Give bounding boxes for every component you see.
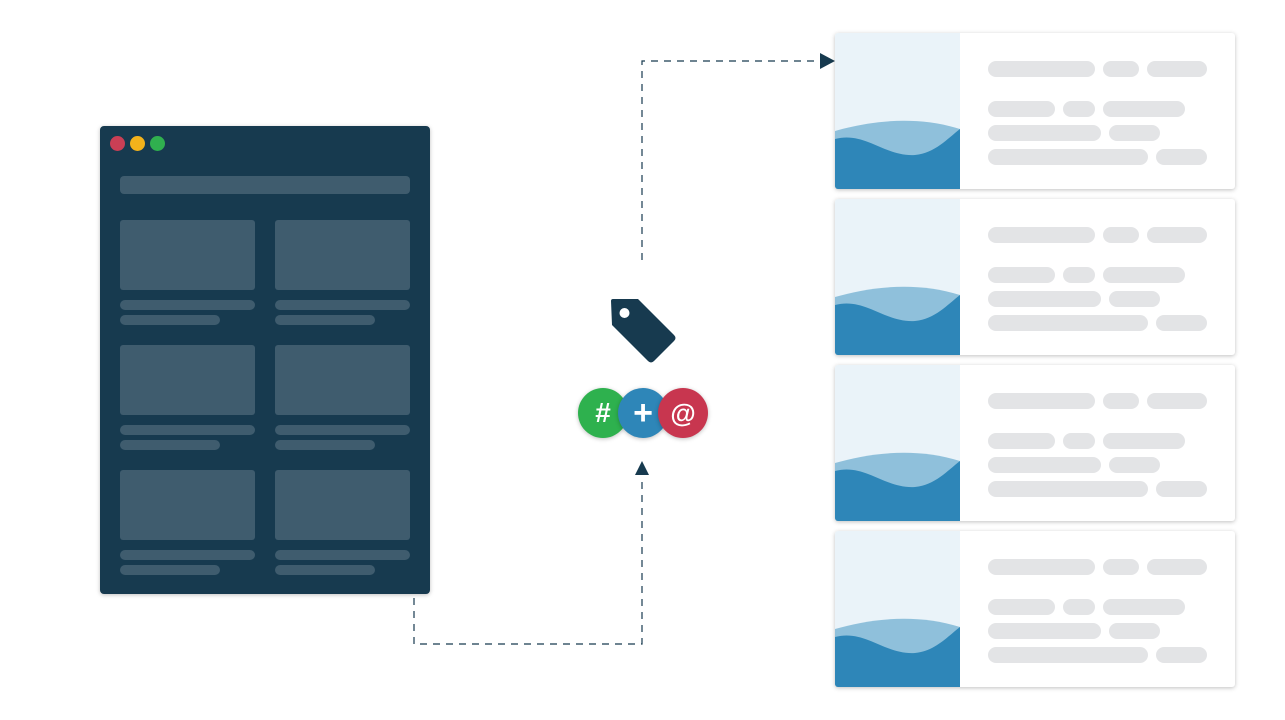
plus-icon: + xyxy=(618,388,668,438)
content-card xyxy=(835,33,1235,189)
content-card xyxy=(835,365,1235,521)
tile-caption xyxy=(120,565,220,575)
grid-tile xyxy=(120,220,255,290)
grid-tile xyxy=(275,220,410,290)
tile-caption xyxy=(275,550,410,560)
minimize-dot-icon xyxy=(130,136,145,151)
browser-window xyxy=(100,126,430,594)
at-icon: @ xyxy=(658,388,708,438)
tile-caption xyxy=(275,440,375,450)
close-dot-icon xyxy=(110,136,125,151)
grid-tile xyxy=(275,345,410,415)
tile-caption xyxy=(120,550,255,560)
maximize-dot-icon xyxy=(150,136,165,151)
content-card xyxy=(835,531,1235,687)
tile-caption xyxy=(120,440,220,450)
grid-tile xyxy=(120,345,255,415)
wave-image-icon xyxy=(835,199,960,355)
tile-caption xyxy=(120,315,220,325)
tile-caption xyxy=(120,425,255,435)
grid-tile xyxy=(275,470,410,540)
connector-browser-to-tags xyxy=(413,478,643,645)
grid-tile xyxy=(120,470,255,540)
tile-caption xyxy=(120,300,255,310)
wave-image-icon xyxy=(835,531,960,687)
arrow-right-icon xyxy=(820,53,835,69)
tile-caption xyxy=(275,565,375,575)
arrow-up-icon xyxy=(635,461,649,475)
wave-image-icon xyxy=(835,365,960,521)
connector-tags-to-cards xyxy=(641,60,820,260)
address-bar xyxy=(120,176,410,194)
tile-caption xyxy=(275,315,375,325)
tile-caption xyxy=(275,425,410,435)
wave-image-icon xyxy=(835,33,960,189)
tag-icon xyxy=(611,299,676,363)
content-card xyxy=(835,199,1235,355)
tile-caption xyxy=(275,300,410,310)
